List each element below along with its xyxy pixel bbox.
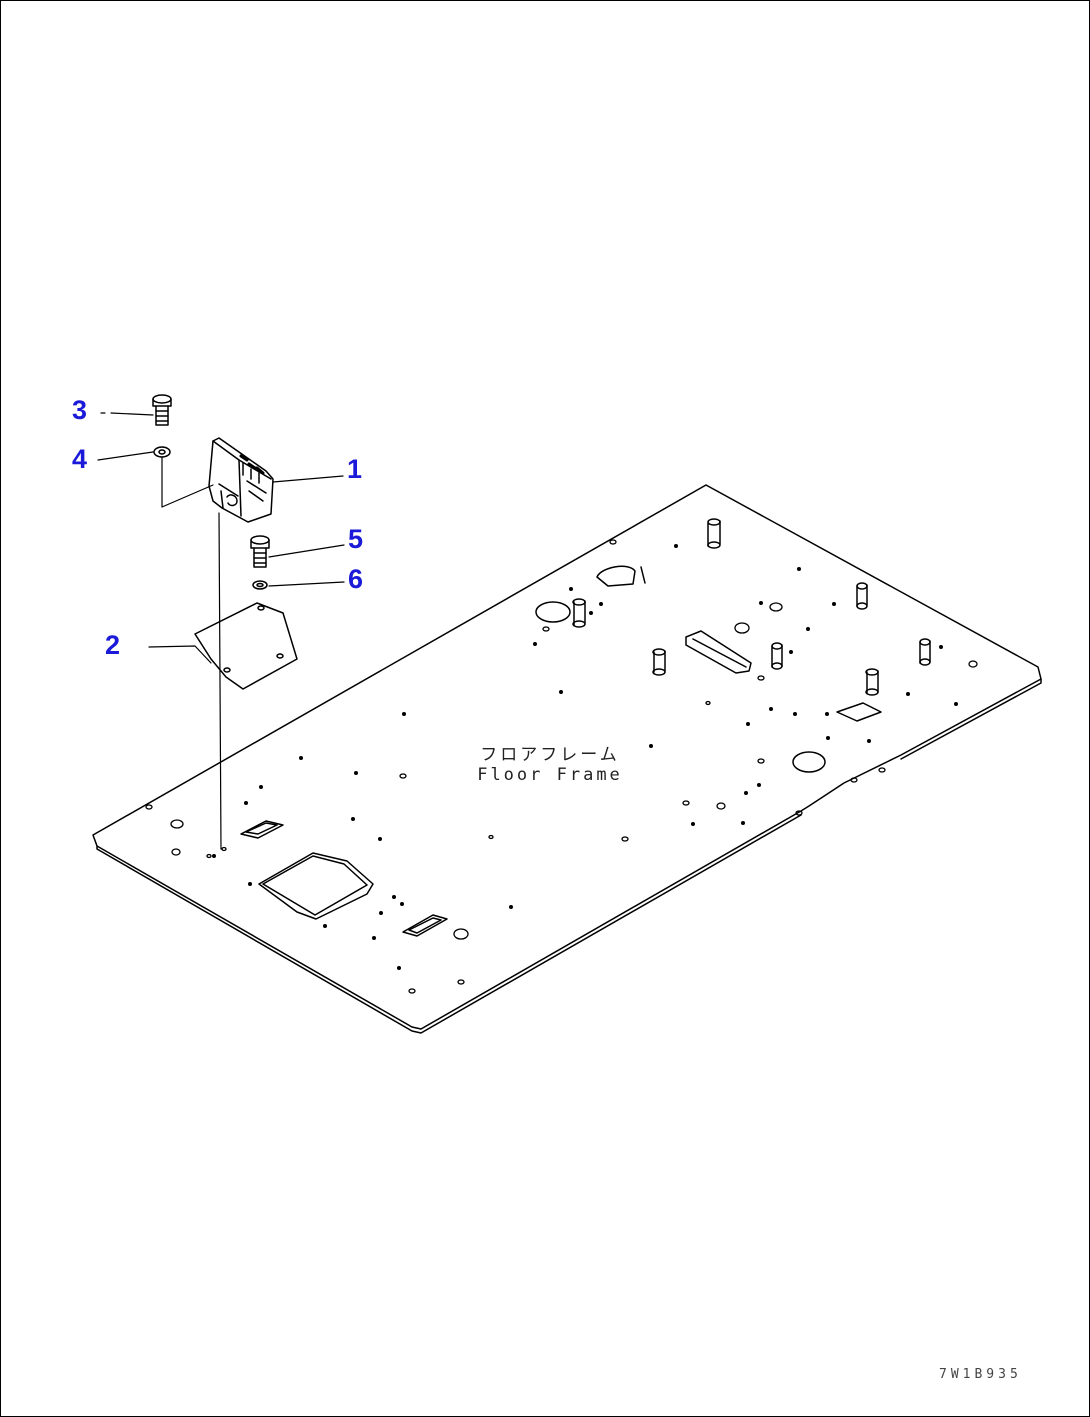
slot-rear-right <box>836 702 882 722</box>
plate-name-label: フロアフレーム Floor Frame <box>475 745 625 786</box>
leader-lines <box>97 412 345 850</box>
bosses <box>572 518 931 696</box>
bolt-part-3 <box>152 394 172 426</box>
dot-holes <box>212 544 958 970</box>
callout-number: 1 <box>347 454 363 484</box>
cover-part-2 <box>194 602 298 690</box>
callout-number: 3 <box>72 395 88 425</box>
slot-front-right <box>402 914 448 937</box>
plate-name-en: Floor Frame <box>477 765 623 786</box>
callout-number: 4 <box>72 444 88 474</box>
callout-number: 5 <box>348 524 364 554</box>
slot-front-left <box>240 820 284 839</box>
bolt-part-5 <box>250 535 270 568</box>
plate-name-jp: フロアフレーム <box>480 745 620 765</box>
small-holes <box>145 539 978 994</box>
slot-rear-long <box>685 630 752 674</box>
washer-part-6 <box>252 580 268 590</box>
bracket-part-1 <box>208 437 274 523</box>
callout-number: 2 <box>105 630 121 660</box>
callout-number: 6 <box>348 564 364 594</box>
washer-part-4 <box>153 446 171 458</box>
drawing-code: 7W1B935 <box>939 1367 1022 1382</box>
floor-frame-plate <box>92 484 1042 1034</box>
